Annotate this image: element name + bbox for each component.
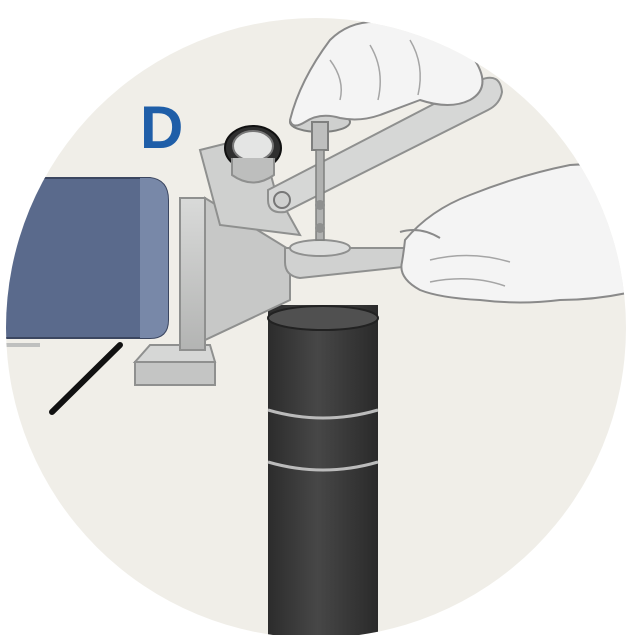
column-cylinder [268, 305, 378, 635]
cap-knob [225, 126, 281, 183]
step-label: D [140, 98, 183, 158]
